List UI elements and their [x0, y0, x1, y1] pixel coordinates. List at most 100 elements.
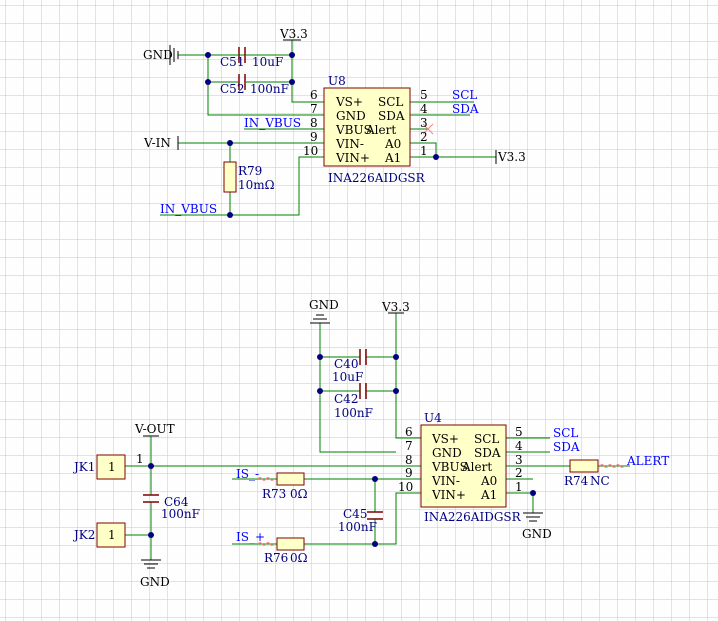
u4-pin-8: 8	[405, 453, 413, 467]
u4-pin-2: 2	[515, 466, 523, 480]
r73-ref: R73	[262, 487, 286, 501]
r79-resistor	[223, 161, 237, 193]
u4-pin-name-a1: A1	[480, 488, 497, 502]
u8-gnd-label: GND	[143, 48, 173, 62]
u8-scl-net: SCL	[452, 88, 477, 102]
u4-gnd-bottom-symbol	[141, 559, 161, 569]
u4-pin-name-vin-plus: VIN+	[431, 488, 466, 502]
jk2-pin: 1	[108, 528, 116, 542]
c64-value: 100nF	[161, 507, 200, 521]
u8-vbus-net: IN_VBUS	[244, 116, 301, 130]
u4-gnd-right-symbol	[523, 512, 543, 522]
c42-capacitor	[359, 383, 367, 399]
u4-body	[420, 424, 507, 508]
u8-pin-6: 6	[310, 88, 318, 102]
u4-pin-name-scl: SCL	[474, 432, 499, 446]
u8-ref: U8	[328, 74, 346, 88]
u8-pin-7: 7	[310, 102, 318, 116]
u4-gnd-right-label: GND	[522, 527, 552, 541]
c40-capacitor	[359, 349, 367, 365]
jk1-pin: 1	[108, 460, 116, 474]
r76-ref: R76	[264, 551, 288, 565]
u8-v33-right-label: V3.3	[497, 150, 526, 164]
u8-pin-3: 3	[420, 116, 428, 130]
u8-v33-top-label: V3.3	[279, 27, 308, 41]
u8-pin-name-vin-minus: VIN-	[335, 137, 364, 151]
u8-pin-name-sda: SDA	[378, 109, 405, 123]
c42-ref: C42	[334, 392, 358, 406]
u4-part: INA226AIDGSR	[424, 510, 522, 524]
u4-gnd-top-symbol	[310, 314, 330, 324]
is-plus-stub	[257, 542, 275, 546]
c51-ref: C51	[220, 55, 244, 69]
u8-pin-name-alert: Alert	[365, 123, 396, 137]
u4-pin-name-a0: A0	[480, 474, 497, 488]
nc-cross-icon	[422, 123, 434, 135]
u4-pin-name-gnd: GND	[432, 446, 462, 460]
u4-v33-label: V3.3	[381, 300, 410, 314]
u4-pin-5: 5	[515, 425, 523, 439]
c40-ref: C40	[334, 357, 358, 371]
u4-pin-9: 9	[405, 466, 413, 480]
u4-is-minus-net: IS_-	[236, 467, 259, 481]
u4-gnd-bottom-label: GND	[140, 575, 170, 589]
jk2-connector	[96, 522, 126, 548]
u8-pin-2: 2	[420, 130, 428, 144]
r74-value: NC	[590, 474, 610, 488]
jk2-ref: JK2	[72, 528, 95, 542]
u4-junctions	[148, 354, 536, 547]
u8-pin-name-scl: SCL	[378, 95, 403, 109]
u4-scl-net: SCL	[553, 426, 578, 440]
u4-circuit: 6 7 8 9 10 5 4 3 2 1 VS+ GND VBUS VIN- V…	[72, 298, 669, 589]
u4-pin-name-vbus: VBUS	[431, 460, 468, 474]
u4-pin-7: 7	[405, 439, 413, 453]
c64-ref: C64	[164, 495, 189, 509]
r76-value: 0Ω	[290, 551, 308, 565]
u8-circuit: 6 7 8 9 10 5 4 3 2 1 VS+ GND VBUS VIN- V…	[143, 27, 526, 218]
r79-ref: R79	[238, 164, 262, 178]
u4-pin-name-alert: Alert	[461, 460, 492, 474]
u4-wires	[125, 313, 630, 560]
u8-vin-label: V-IN	[143, 136, 171, 150]
u8-gnd-symbol	[169, 45, 179, 65]
c42-value: 100nF	[334, 406, 373, 420]
u4-sda-net: SDA	[553, 440, 580, 454]
r73-value: 0Ω	[290, 487, 308, 501]
u8-part: INA226AIDGSR	[328, 171, 426, 185]
u4-gnd-top-label: GND	[309, 298, 339, 312]
r79-value: 10mΩ	[238, 178, 275, 192]
r76-resistor	[276, 537, 305, 551]
u8-pin-5: 5	[420, 88, 428, 102]
u4-pin-name-vin-minus: VIN-	[431, 474, 460, 488]
c51-value: 10uF	[252, 55, 283, 69]
u8-pin-4: 4	[420, 102, 428, 116]
alert-stub	[599, 464, 625, 468]
u8-body	[323, 87, 411, 167]
u4-ref: U4	[424, 411, 442, 425]
u8-pin-name-a0: A0	[384, 137, 401, 151]
jk1-connector	[96, 454, 126, 480]
vout-pin-number: 1	[136, 452, 144, 466]
u8-vbus2-net: IN_VBUS	[160, 202, 217, 216]
u8-pin-10: 10	[303, 144, 318, 158]
u8-pin-1: 1	[420, 144, 428, 158]
r73-resistor	[276, 472, 305, 486]
u8-pin-name-a1: A1	[384, 151, 401, 165]
c64-capacitor	[143, 494, 159, 503]
c52-value: 100nF	[250, 82, 289, 96]
u8-pin-name-gnd: GND	[336, 109, 366, 123]
u4-pin-6: 6	[405, 425, 413, 439]
u4-pin-1: 1	[515, 480, 523, 494]
u8-pin-name-vs: VS+	[335, 95, 363, 109]
u8-pin-9: 9	[310, 130, 318, 144]
u4-pin-3: 3	[515, 453, 523, 467]
jk1-ref: JK1	[72, 460, 95, 474]
u4-is-plus-net: IS_+	[236, 530, 265, 544]
u4-pin-4: 4	[515, 439, 523, 453]
u4-alert-net: ALERT	[626, 454, 669, 468]
u8-pin-name-vbus: VBUS	[335, 123, 372, 137]
u8-junctions	[205, 52, 439, 218]
u4-pin-10: 10	[398, 480, 413, 494]
u4-pin-name-sda: SDA	[474, 446, 501, 460]
